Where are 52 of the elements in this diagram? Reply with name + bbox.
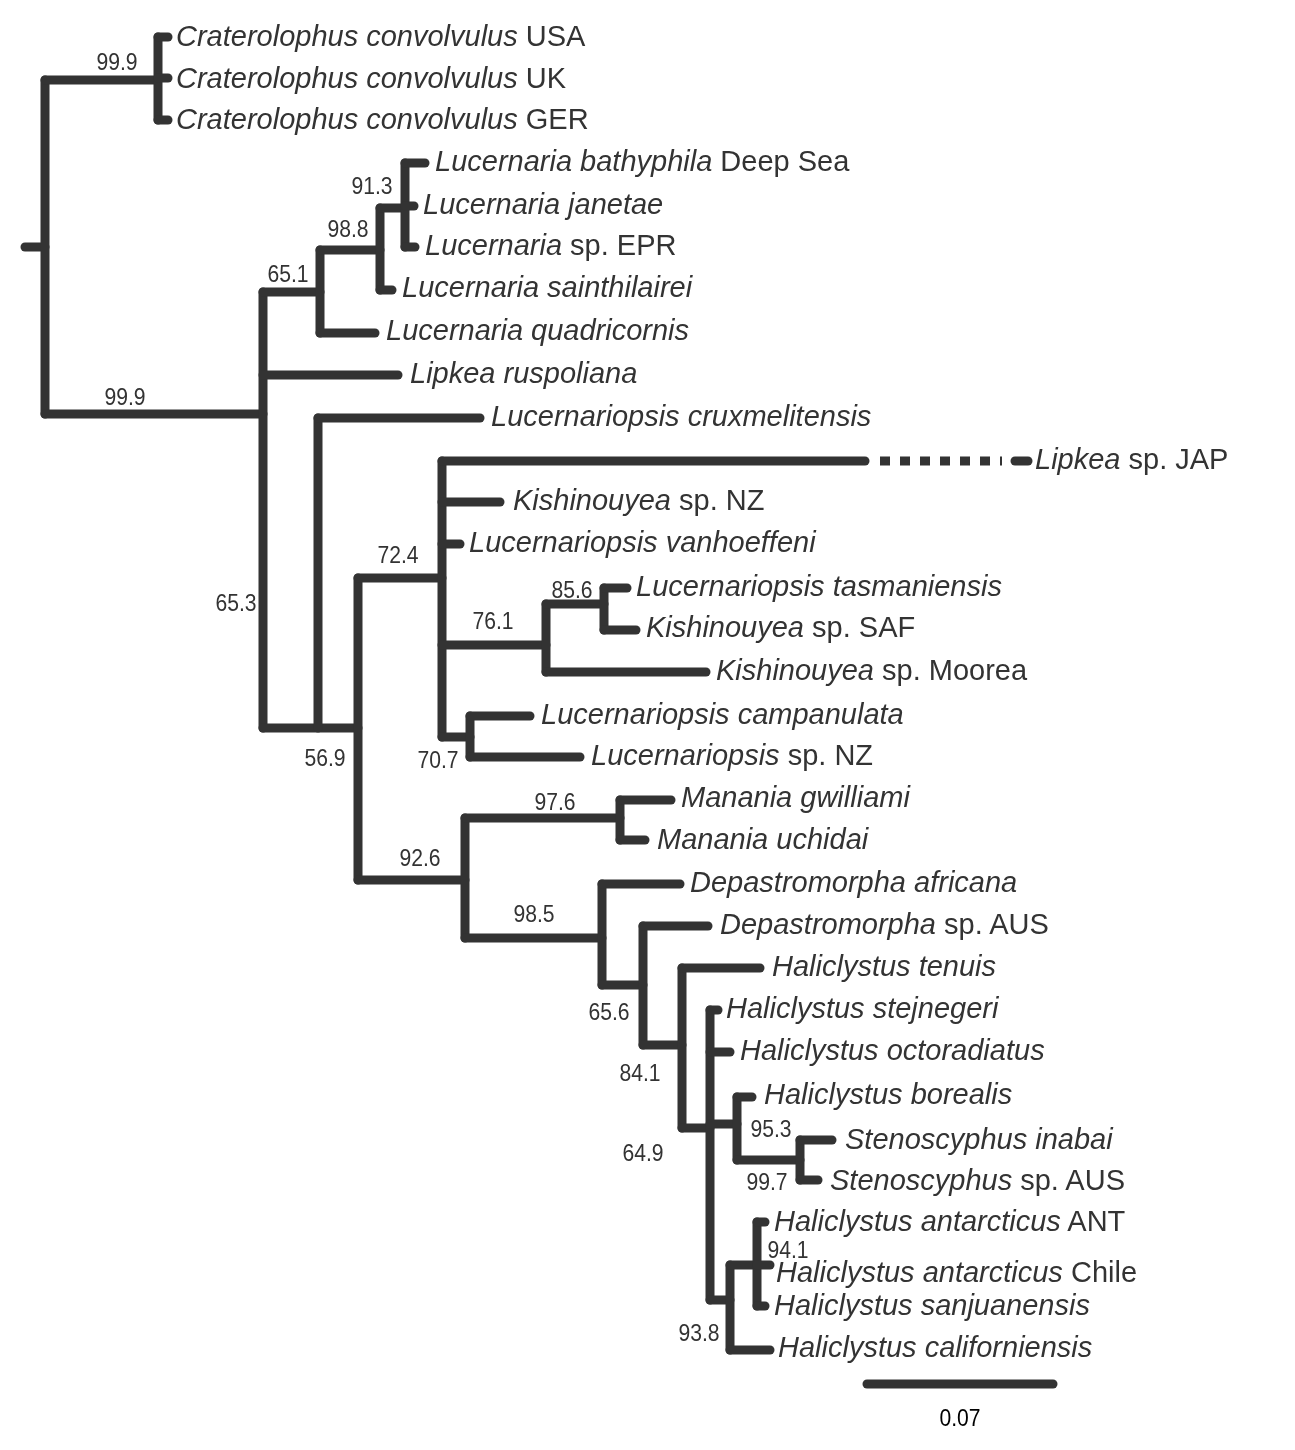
taxon-label: Lipkea sp. JAP xyxy=(1035,444,1229,474)
taxon-label: Lipkea ruspoliana xyxy=(410,358,638,388)
taxon-label: Lucernaria sp. EPR xyxy=(425,230,677,260)
taxon-label: Depastromorpha sp. AUS xyxy=(720,909,1049,939)
taxon-label: Manania uchidai xyxy=(657,824,869,854)
support-value: 85.6 xyxy=(551,578,593,602)
taxon-label: Manania gwilliami xyxy=(681,782,910,812)
support-value: 95.3 xyxy=(750,1117,792,1141)
support-value: 65.3 xyxy=(215,591,257,615)
taxon-label: Kishinouyea sp. SAF xyxy=(646,612,916,642)
support-value: 97.6 xyxy=(534,790,576,814)
taxon-label: Craterolophus convolvulus USA xyxy=(176,21,586,51)
taxon-label: Haliclystus borealis xyxy=(764,1079,1013,1109)
taxon-label: Kishinouyea sp. Moorea xyxy=(716,655,1028,685)
taxon-label: Kishinouyea sp. NZ xyxy=(513,485,765,515)
taxon-label: Lucernaria sainthilairei xyxy=(402,272,693,302)
taxon-label: Craterolophus convolvulus UK xyxy=(176,63,567,93)
support-value: 76.1 xyxy=(472,609,514,633)
support-value: 65.6 xyxy=(588,1000,630,1024)
support-value: 56.9 xyxy=(304,746,346,770)
support-value: 72.4 xyxy=(377,543,419,567)
taxon-label: Lucernariopsis campanulata xyxy=(541,699,904,729)
taxon-label: Lucernaria janetae xyxy=(423,189,664,219)
support-value: 98.5 xyxy=(513,902,555,926)
taxon-label: Lucernaria bathyphila Deep Sea xyxy=(435,146,850,176)
support-value: 70.7 xyxy=(417,748,459,772)
support-value: 99.7 xyxy=(746,1170,788,1194)
support-value: 65.1 xyxy=(267,262,309,286)
scale-value: 0.07 xyxy=(939,1406,981,1430)
taxon-label: Lucernariopsis vanhoeffeni xyxy=(469,527,816,557)
support-value: 91.3 xyxy=(351,174,393,198)
taxon-label: Haliclystus californiensis xyxy=(778,1332,1093,1362)
taxon-label: Haliclystus antarcticus ANT xyxy=(774,1206,1126,1236)
taxon-label: Stenoscyphus sp. AUS xyxy=(830,1165,1125,1195)
support-value: 93.8 xyxy=(678,1321,720,1345)
taxon-label: Haliclystus sanjuanensis xyxy=(774,1290,1090,1320)
support-value: 98.8 xyxy=(327,217,369,241)
taxon-label: Lucernariopsis tasmaniensis xyxy=(636,571,1002,601)
taxon-label: Lucernariopsis cruxmelitensis xyxy=(491,401,872,431)
support-value: 99.9 xyxy=(104,385,146,409)
support-value: 99.9 xyxy=(96,50,138,74)
taxon-label: Haliclystus stejnegeri xyxy=(726,993,999,1023)
taxon-label: Lucernariopsis sp. NZ xyxy=(591,740,874,770)
taxon-label: Depastromorpha africana xyxy=(690,867,1018,897)
support-value: 64.9 xyxy=(622,1141,664,1165)
support-value: 84.1 xyxy=(619,1061,661,1085)
taxon-label: Lucernaria quadricornis xyxy=(386,315,690,345)
taxon-label: Haliclystus octoradiatus xyxy=(740,1035,1045,1065)
taxon-label: Stenoscyphus inabai xyxy=(845,1124,1113,1154)
taxon-label: Craterolophus convolvulus GER xyxy=(176,104,589,134)
taxon-label: Haliclystus tenuis xyxy=(772,951,997,981)
support-value: 92.6 xyxy=(399,846,441,870)
